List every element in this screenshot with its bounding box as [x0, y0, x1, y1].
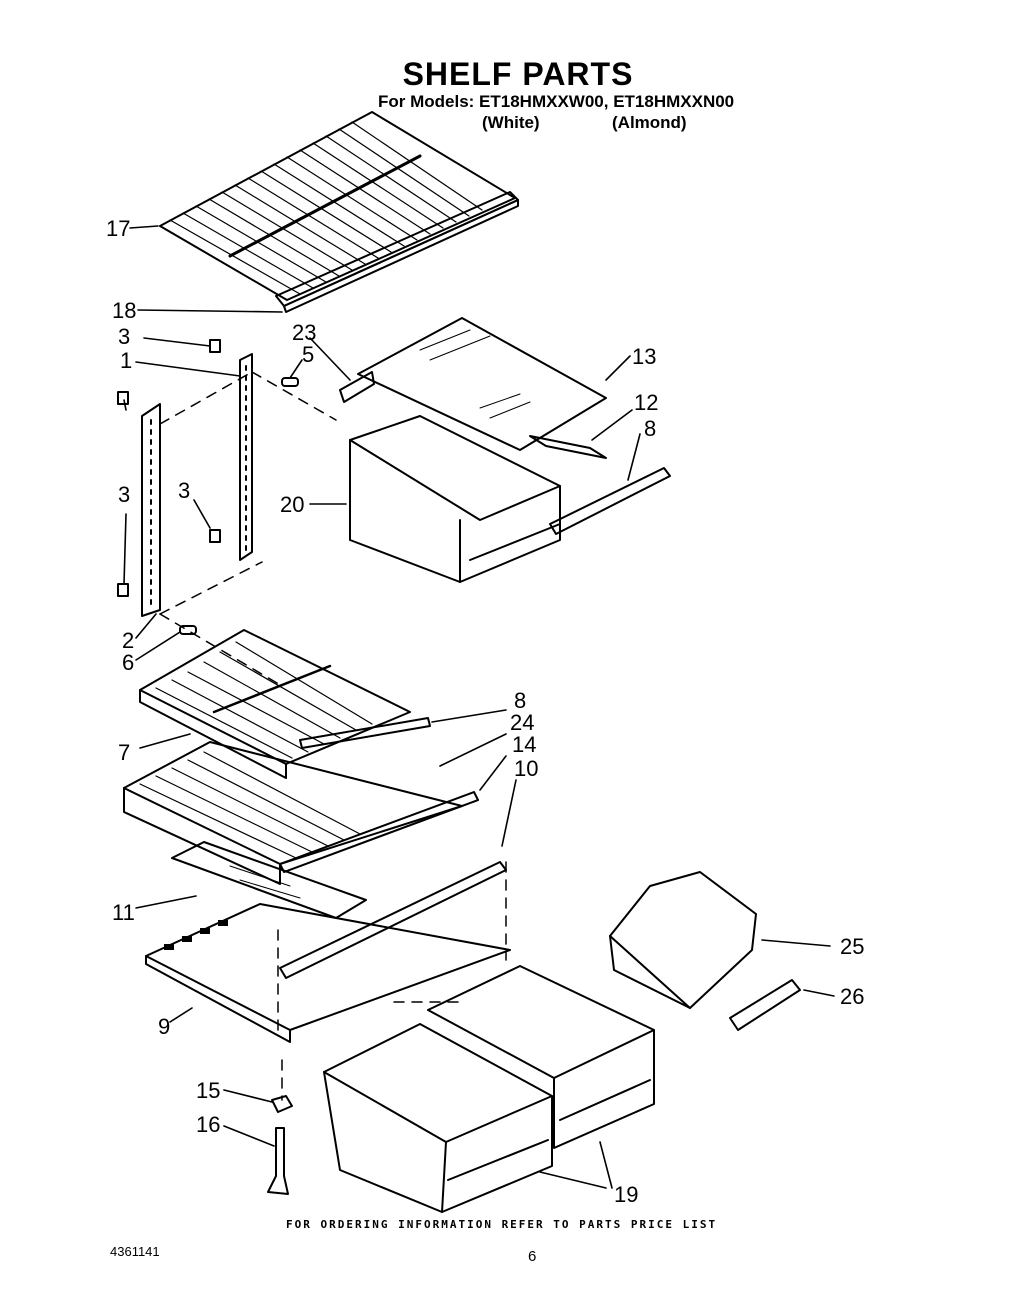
- ordering-note: FOR ORDERING INFORMATION REFER TO PARTS …: [286, 1218, 718, 1231]
- part-15-leveler: [271, 1095, 293, 1113]
- callout-3-left: 3: [118, 482, 131, 507]
- page-number: 6: [528, 1248, 537, 1265]
- callout-11: 11: [112, 900, 135, 925]
- part-3-clips: [117, 339, 221, 597]
- variant-white: (White): [482, 113, 540, 132]
- part-12-frame: [529, 435, 607, 459]
- part-23-shelf-support: [339, 371, 375, 403]
- callout-3-mid: 3: [178, 478, 191, 503]
- part-25-bin: [609, 871, 757, 1009]
- model-numbers: For Models: ET18HMXXW00, ET18HMXXN00: [378, 92, 735, 111]
- callout-12: 12: [634, 390, 659, 415]
- callout-6: 6: [122, 650, 135, 675]
- callout-24: 24: [510, 710, 535, 735]
- document-number: 4361141: [110, 1244, 160, 1259]
- callout-5: 5: [302, 342, 315, 367]
- part-10-cover-support: [279, 861, 507, 979]
- callout-3-top: 3: [118, 324, 131, 349]
- part-26-bin-support: [729, 979, 801, 1031]
- page-title: SHELF PARTS: [402, 56, 634, 92]
- part-1-ladder-rail: [239, 353, 253, 561]
- callout-18: 18: [112, 298, 137, 323]
- part-16-leg: [267, 1127, 289, 1195]
- part-9-crisper-frame: [145, 903, 511, 1043]
- assembly-guide-lines-2: [277, 861, 507, 1101]
- callout-leaders: [123, 225, 835, 1189]
- assembly-guide-lines: [159, 371, 337, 687]
- part-13-glass-shelf: [357, 317, 607, 451]
- callout-23: 23: [292, 320, 317, 345]
- part-24-shelf: [123, 741, 463, 885]
- part-19-crisper-right: [427, 965, 655, 1149]
- callout-17: 17: [106, 216, 131, 241]
- callout-16: 16: [196, 1112, 221, 1137]
- part-18-shelf-trim: [275, 191, 519, 313]
- callout-1: 1: [120, 348, 133, 373]
- callout-8-lower: 8: [514, 688, 527, 713]
- part-7-shelf: [139, 629, 411, 779]
- callout-19: 19: [614, 1182, 639, 1207]
- callout-10: 10: [514, 756, 539, 781]
- callout-9: 9: [158, 1014, 171, 1039]
- callout-7: 7: [118, 740, 131, 765]
- callout-20: 20: [280, 492, 305, 517]
- part-20-meat-pan: [349, 415, 561, 583]
- callout-13: 13: [632, 344, 657, 369]
- part-8-rail-upper: [549, 467, 671, 535]
- callout-8-upper: 8: [644, 416, 657, 441]
- part-8-rail-lower: [299, 717, 431, 749]
- callout-14: 14: [512, 732, 537, 757]
- part-19-crisper-left: [323, 1023, 553, 1213]
- part-11-glass-cover: [171, 841, 367, 919]
- callout-25: 25: [840, 934, 865, 959]
- callout-15: 15: [196, 1078, 221, 1103]
- part-2-ladder-rail: [141, 403, 161, 617]
- variant-almond: (Almond): [612, 113, 687, 132]
- part-17-wire-shelf: [159, 111, 516, 301]
- callout-26: 26: [840, 984, 865, 1009]
- callout-2: 2: [122, 628, 135, 653]
